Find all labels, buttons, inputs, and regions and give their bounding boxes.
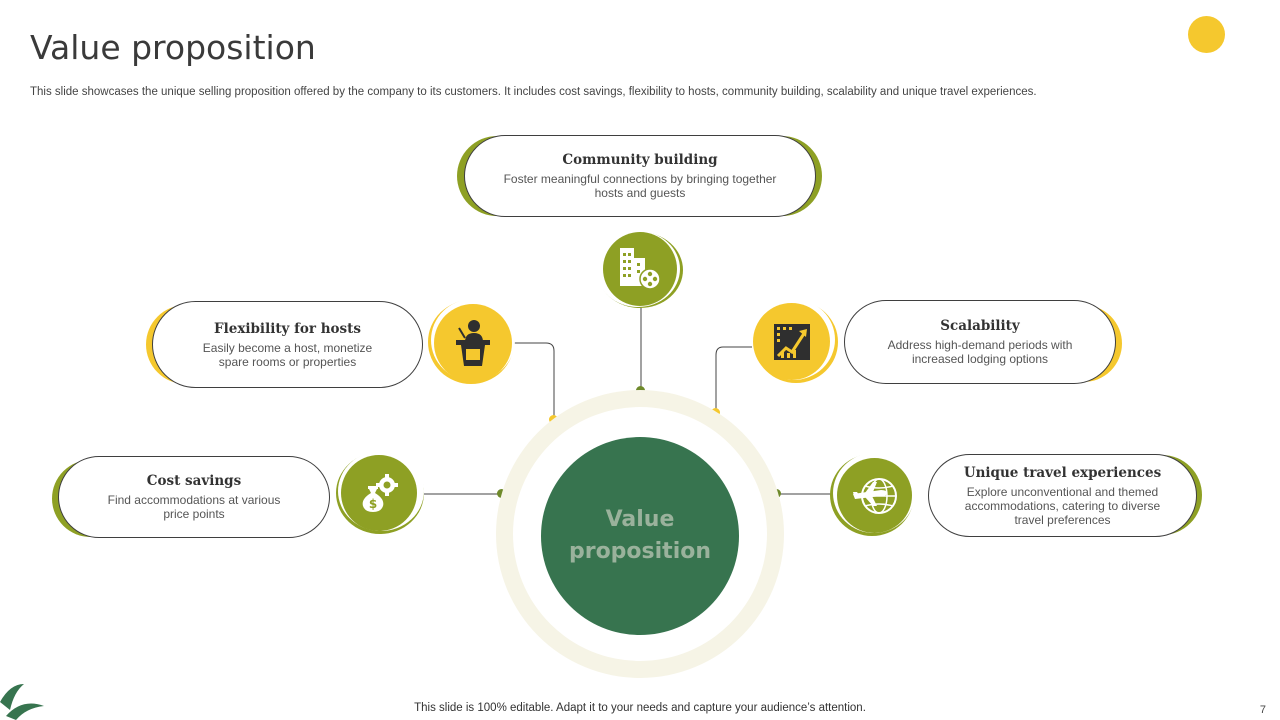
money-bag-gear-icon: $ [362,474,398,512]
card-title: Scalability [940,318,1020,334]
decorative-yellow-dot [1188,16,1225,53]
community-icon-circle [603,232,677,306]
company-leaf-logo-icon [0,684,44,720]
flexibility-icon-circle [434,304,512,382]
page-number: 7 [1259,704,1266,716]
card-title: Community building [562,152,718,168]
svg-text:$: $ [369,497,377,511]
cost-icon-circle: $ [341,455,417,531]
center-circle: Value proposition [541,437,739,635]
card-description: Easily become a host, monetize spare roo… [202,340,373,369]
center-label: Value proposition [568,507,712,564]
travel-icon-circle [837,458,912,533]
card-description: Find accommodations at various price poi… [107,493,281,521]
airplane-globe-icon [852,477,897,514]
card-title: Unique travel experiences [963,464,1162,481]
card-description: Explore unconventional and themed accomm… [964,484,1161,527]
card-description: Foster meaningful connections by bringin… [503,172,777,200]
slide-title: Value proposition [30,28,316,67]
buildings-film-reel-icon [620,248,661,290]
card-title: Flexibility for hosts [214,320,361,337]
footer-note: This slide is 100% editable. Adapt it to… [414,702,866,714]
card-unique-travel-experiences: Unique travel experiences Explore unconv… [928,454,1197,537]
slide-subtitle: This slide showcases the unique selling … [30,86,1037,98]
growth-chart-icon [773,323,810,360]
card-title: Cost savings [146,473,242,489]
speaker-podium-icon [456,320,490,366]
card-cost-savings: Cost savings Find accommodations at vari… [58,456,330,538]
scalability-icon-circle [753,303,830,380]
card-scalability: Scalability Address high-demand periods … [844,300,1116,384]
card-community-building: Community building Foster meaningful con… [464,135,816,217]
card-description: Address high-demand periods with increas… [887,338,1073,366]
connector-scalability [715,346,752,412]
connector-flexibility [512,342,555,419]
card-flexibility-for-hosts: Flexibility for hosts Easily become a ho… [152,301,423,388]
